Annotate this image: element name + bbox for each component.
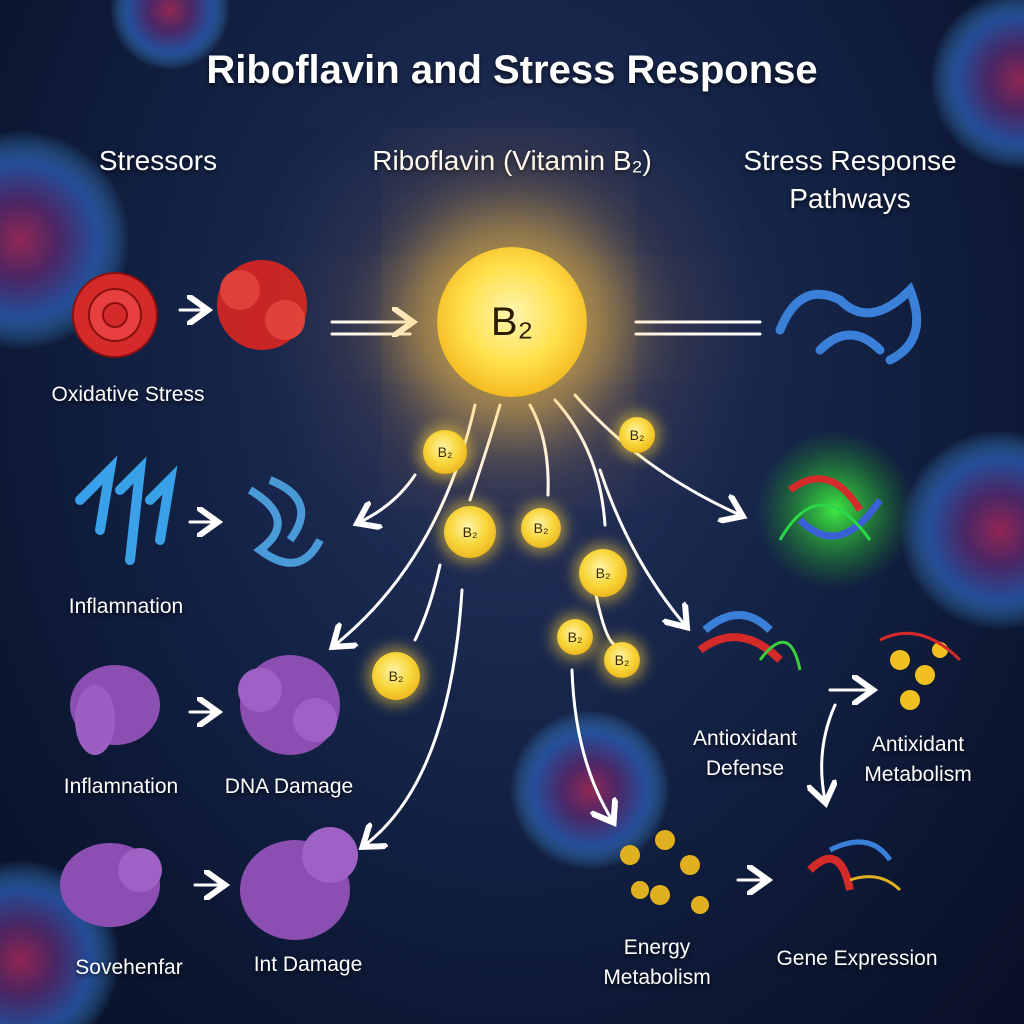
- label-antioxidant-defense: Antioxidant Defense: [693, 724, 797, 784]
- column-heading-stressors: Stressors: [98, 145, 218, 176]
- page-title: Riboflavin and Stress Response: [206, 48, 818, 92]
- label-int-damage: Int Damage: [253, 953, 363, 976]
- flow-arrows: [178, 310, 870, 885]
- column-heading-pathways: Stress Response Pathways: [743, 142, 956, 218]
- b2-coin: B₂: [444, 506, 496, 558]
- b2-coin: B₂: [423, 430, 467, 474]
- label-line: Defense: [705, 757, 785, 780]
- label-antioxidant-metabolism: Antixidant Metabolism: [864, 730, 971, 790]
- label-line: Metabolism: [603, 966, 711, 989]
- label-line: Antixidant: [871, 733, 965, 756]
- label-inflammation-2: Inflamnation: [63, 775, 179, 798]
- heading-line: Pathways: [789, 183, 911, 214]
- stressor-molecules: [60, 260, 358, 940]
- label-gene-expression: Gene Expression: [776, 947, 938, 970]
- label-line: Antioxidant: [693, 727, 797, 750]
- label-dna-damage: DNA Damage: [224, 775, 354, 798]
- b2-coin: B₂: [521, 508, 561, 548]
- riboflavin-sun: B₂: [437, 247, 587, 397]
- b2-coin: B₂: [557, 619, 593, 655]
- label-line: Energy: [623, 936, 691, 959]
- sun-label: B₂: [490, 299, 534, 344]
- label-energy-metabolism: Energy Metabolism: [603, 933, 710, 993]
- label-line: Metabolism: [864, 763, 972, 786]
- pathway-molecules: [620, 281, 962, 914]
- label-oxidative-stress: Oxidative Stress: [51, 383, 205, 406]
- label-inflammation: Inflamnation: [68, 595, 184, 618]
- b2-coin: B₂: [604, 642, 640, 678]
- column-heading-riboflavin: Riboflavin (Vitamin B₂): [372, 145, 652, 176]
- b2-coin: B₂: [619, 417, 655, 453]
- heading-line: Stress Response: [743, 145, 957, 176]
- b2-coin: B₂: [372, 652, 420, 700]
- b2-coin: B₂: [579, 549, 627, 597]
- label-sovehenfar: Sovehenfar: [75, 956, 183, 979]
